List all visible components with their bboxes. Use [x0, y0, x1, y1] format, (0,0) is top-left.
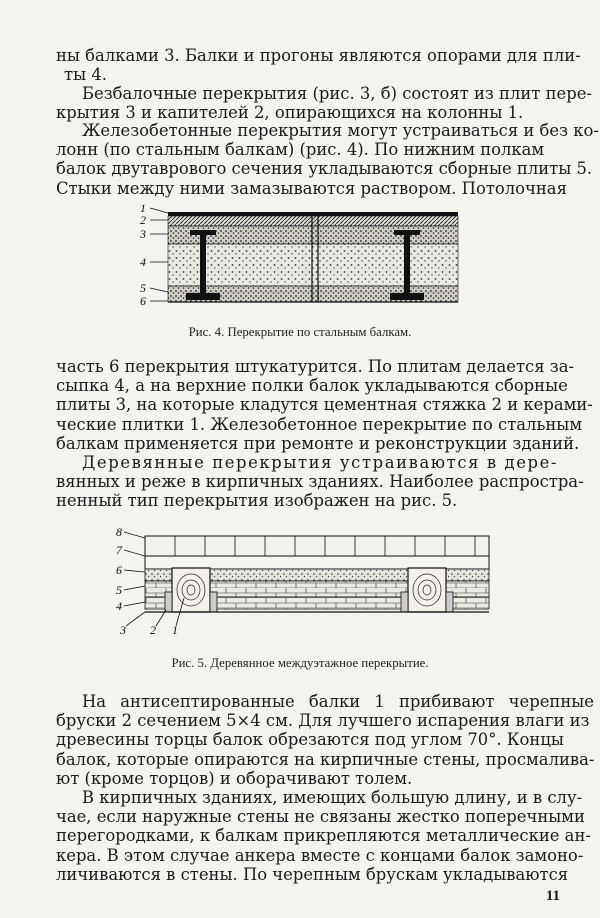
text-line: вянных и реже в кирпичных зданиях. Наибо… — [56, 472, 584, 492]
fig5-label: 5 — [116, 583, 122, 597]
fig5-label: 2 — [150, 623, 156, 637]
text-line: ненный тип перекрытия изображен на рис. … — [56, 491, 458, 511]
text-line: ны балками 3. Балки и прогоны являются о… — [56, 46, 581, 65]
fig5-label: 1 — [172, 623, 178, 637]
fig5-label: 8 — [116, 525, 122, 539]
fig4-label: 5 — [140, 281, 146, 295]
text-line: кера. В этом случае анкера вместе с конц… — [56, 845, 584, 865]
paragraph: На антисептированные балки 1 прибивают ч… — [56, 692, 595, 788]
fig4-label: 4 — [140, 255, 146, 269]
text-line: ческие плитки 1. Железобетонное перекрыт… — [56, 414, 583, 434]
figure-5-caption: Рис. 5. Деревянное междуэтажное перекрыт… — [171, 656, 429, 670]
paragraph: В кирпичных зданиях, имеющих большую дли… — [56, 788, 591, 884]
paragraph: Безбалочные перекрытия (рис. 3, б) состо… — [56, 84, 592, 123]
fig5-label: 3 — [119, 623, 126, 637]
text-line: В кирпичных зданиях, имеющих большую дли… — [82, 788, 583, 807]
paragraph: часть 6 перекрытия штукатурится. По плит… — [56, 357, 593, 453]
text-line: сыпка 4, а на верхние полки балок уклады… — [56, 376, 568, 396]
fig5-label: 4 — [116, 599, 122, 613]
fig4-label: 3 — [139, 227, 146, 241]
text-line: Стыки между ними замазываются раствором.… — [56, 178, 567, 198]
page-number: 11 — [545, 888, 560, 904]
paragraph: Деревянные перекрытия устраиваются в дер… — [56, 453, 584, 511]
figure-5-wooden-floor: 8 7 6 5 4 3 2 1 — [116, 525, 490, 637]
fig4-label: 6 — [140, 294, 146, 308]
fig5-label: 7 — [116, 543, 123, 557]
paragraph: Железобетонные перекрытия могут устраива… — [56, 121, 599, 198]
paragraph: ны балками 3. Балки и прогоны являются о… — [56, 46, 581, 85]
text-line: перегородками, к балкам прикрепляются ме… — [56, 826, 591, 846]
text-line: ют (кроме торцов) и оборачивают толем. — [56, 768, 413, 788]
text-line: Железобетонные перекрытия могут устраива… — [82, 121, 599, 140]
figure-4-steel-beam-floor: 1 2 3 4 5 6 — [139, 201, 459, 308]
text-line: балок, которые опираются на кирпичные ст… — [56, 749, 595, 769]
fig4-label: 1 — [140, 201, 146, 215]
fig4-label: 2 — [140, 213, 146, 227]
figure-4-caption: Рис. 4. Перекрытие по стальным балкам. — [188, 325, 412, 339]
text-line: часть 6 перекрытия штукатурится. По плит… — [56, 357, 575, 376]
text-line: древесины торцы балок обрезаются под угл… — [56, 730, 564, 750]
text-line: бруски 2 сечением 5×4 см. Для лучшего ис… — [56, 711, 590, 731]
text-line: личиваются в стены. По черепным брускам … — [56, 864, 569, 884]
text-line: балок двутаврового сечения укладываются … — [56, 159, 593, 179]
text-line: Безбалочные перекрытия (рис. 3, б) состо… — [82, 84, 592, 103]
text-line: ты 4. — [64, 65, 107, 85]
fig5-label: 6 — [116, 563, 122, 577]
text-line: крытия 3 и капителей 2, опирающихся на к… — [56, 103, 524, 123]
text-line: балкам применяется при ремонте и реконст… — [56, 433, 580, 453]
text-line: Деревянные перекрытия устраиваются в дер… — [82, 453, 559, 472]
text-line: На антисептированные балки 1 прибивают ч… — [82, 692, 594, 711]
text-line: лонн (по стальным балкам) (рис. 4). По н… — [56, 140, 545, 160]
text-line: плиты 3, на которые кладутся цементная с… — [56, 395, 593, 415]
text-line: чае, если наружные стены не связаны жест… — [56, 807, 585, 827]
